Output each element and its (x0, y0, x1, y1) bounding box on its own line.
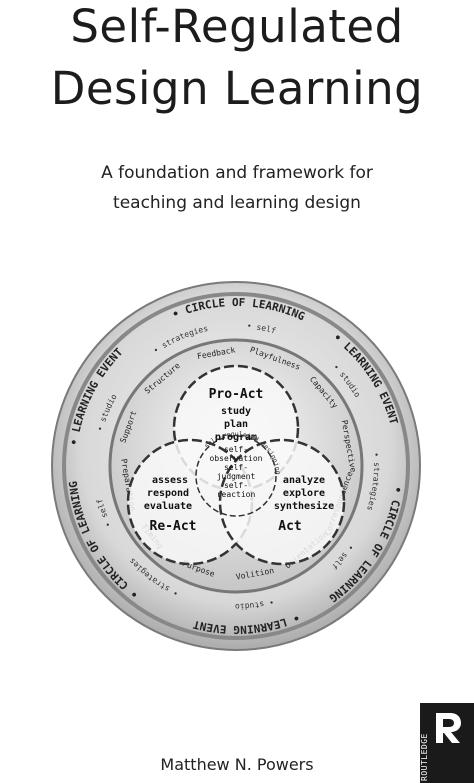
act-item-3: synthesize (274, 500, 334, 512)
center-line-2: observation (210, 454, 263, 463)
center-line-3: self- (224, 463, 248, 472)
title-line-2: Design Learning (50, 62, 424, 115)
venn-circles (126, 364, 346, 566)
re-act-title: Re-Act (150, 519, 197, 534)
center-line-4: judgment (217, 472, 256, 481)
pro-act-title: Pro-Act (209, 387, 264, 402)
learning-cycle-emblem: • LEARNING EVENT• CIRCLE OF LEARNING• LE… (51, 281, 421, 651)
pro-act-item-2: plan (224, 419, 248, 430)
title-line-1: Self-Regulated (70, 0, 404, 53)
publisher-r-icon (436, 713, 461, 743)
center-line-6: reaction (217, 490, 256, 499)
act-title: Act (278, 519, 301, 534)
pro-act-item-1: study (221, 406, 251, 417)
center-line-1: self- (224, 445, 248, 454)
publisher-logo: ROUTLEDGE (420, 703, 474, 783)
re-act-item-3: evaluate (144, 501, 192, 512)
pro-act-item-3: program (215, 432, 257, 443)
author-name: Matthew N. Powers (160, 755, 314, 774)
act-circle (218, 438, 346, 566)
publisher-name: ROUTLEDGE (420, 733, 429, 781)
act-item-1: analyze (283, 475, 325, 486)
emblem-outer-ridge (62, 292, 410, 640)
act-item-2: explore (283, 488, 325, 499)
subtitle-line-1: A foundation and framework for (101, 163, 373, 183)
re-act-item-2: respond (147, 488, 189, 499)
re-act-item-1: assess (152, 475, 188, 486)
center-circle (195, 435, 277, 517)
subtitle-line-2: teaching and learning design (113, 193, 361, 213)
center-line-5: self- (224, 481, 248, 490)
